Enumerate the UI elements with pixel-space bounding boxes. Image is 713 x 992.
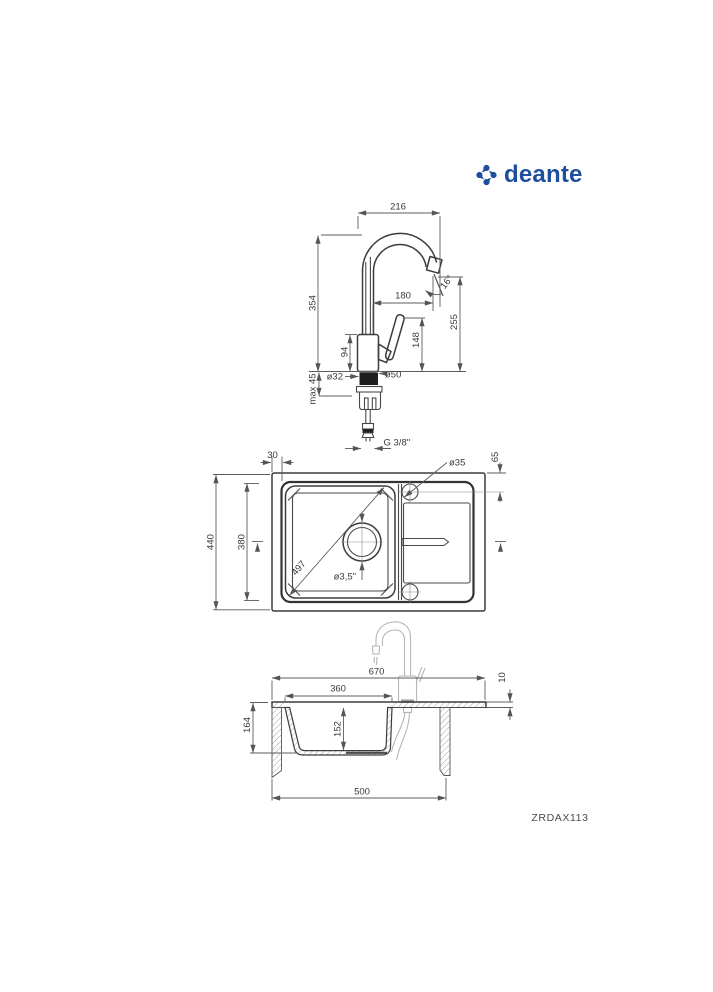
mounting-nut [358, 391, 382, 411]
dim-connection-thread: G 3/8" [345, 438, 411, 452]
dim-label: 10 [497, 672, 508, 683]
dim-label: 148 [411, 332, 422, 348]
dim-label: 94 [340, 347, 351, 358]
dim-label: 164 [242, 717, 253, 733]
dim-label: 255 [449, 314, 460, 330]
dim-label: ø3,5" [334, 572, 356, 583]
dim-handle-height: 148 [405, 317, 425, 372]
spout-tip [425, 255, 443, 274]
dim-label: 354 [308, 295, 319, 311]
dim-spout-width: 216 [357, 202, 441, 307]
dim-tap-hole-diameter: ø35 [404, 458, 465, 498]
dim-body-height: 94 [340, 334, 357, 372]
dim-label: ø32 [327, 372, 343, 383]
bowl-cross-section [284, 706, 393, 756]
dim-label: 152 [333, 721, 344, 737]
hose-fitting [362, 429, 374, 433]
drainboard-groove [401, 537, 450, 547]
dim-label: 500 [354, 787, 370, 798]
dim-overall-height: 164 [242, 702, 296, 754]
dim-rim-border: 30 [260, 450, 294, 481]
dim-total-height: 354 [308, 234, 362, 372]
dim-bowl-depth: 152 [333, 707, 347, 751]
dim-label: 30 [267, 450, 278, 461]
dim-bowl-length: 380 [237, 483, 259, 601]
dim-label: 440 [206, 534, 217, 550]
dim-label: ø35 [449, 458, 465, 469]
centerline-mark-left [252, 541, 263, 552]
dim-bowl-width: 360 [284, 684, 393, 701]
dim-label: 670 [369, 667, 385, 678]
dim-label: 380 [237, 534, 248, 550]
deante-pinwheel-icon [476, 164, 497, 186]
faucet-body [356, 333, 380, 373]
dim-label: ø50 [385, 370, 401, 381]
dim-label: max 45 [308, 373, 319, 404]
dim-rim-height: 10 [497, 672, 513, 720]
dim-drain-diameter: ø3,5" [334, 512, 365, 583]
cabinet-wall-right [439, 707, 451, 776]
product-code: ZRDAX113 [531, 812, 588, 824]
brand-wordmark: deante [504, 161, 583, 188]
dim-label: 65 [490, 452, 501, 463]
ghost-faucet [371, 621, 426, 761]
dim-overall-length: 670 [271, 667, 486, 700]
base-flange [359, 372, 378, 385]
dim-label: 360 [330, 684, 346, 695]
dim-max-thickness: max 45 [308, 372, 352, 405]
dim-tap-hole-offset: 65 [487, 452, 506, 502]
deante-logo: deante [476, 163, 583, 187]
dim-label: 180 [395, 291, 411, 302]
bowl-rim [284, 485, 396, 599]
dim-label: 216 [390, 202, 406, 213]
dim-label: G 3/8" [384, 438, 411, 449]
drainboard [402, 502, 471, 584]
sink-section-outline [271, 701, 513, 779]
faucet-outline [309, 232, 466, 442]
sink-top-view: 30 440 380 497 ø35 [206, 450, 506, 612]
dim-label: 16° [438, 273, 456, 291]
cabinet-wall-left [271, 707, 282, 779]
dim-overall-depth: 440 [206, 474, 270, 611]
faucet-handle [384, 314, 405, 361]
dim-cabinet-width: 500 [271, 778, 447, 801]
dim-outlet-height: 255 [438, 276, 463, 372]
centerline-mark-right [495, 541, 506, 552]
faucet-drawing: 216 354 180 16° 255 [308, 202, 466, 452]
dim-mounting-hole: ø32 [327, 372, 359, 383]
sink-section-view: 670 360 10 164 152 [242, 621, 513, 801]
dim-base-diameter: ø50 [378, 370, 401, 381]
